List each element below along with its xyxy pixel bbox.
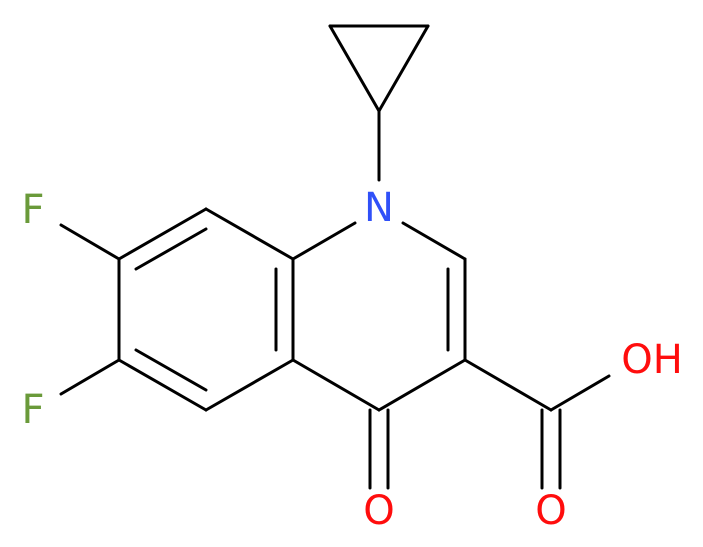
atom-ring-carbonyl-oxygen: O: [363, 488, 394, 534]
bond-c3-c4: [377, 358, 467, 412]
bond-nitrogen-c8a: [291, 221, 357, 261]
bond-c8-c7: [117, 207, 208, 261]
bond-cyclopropyl-2: [328, 24, 381, 113]
bond-nitrogen-c2: [401, 221, 467, 261]
atom-acid-carbonyl-oxygen: O: [535, 488, 566, 534]
bond-cyclopropyl-3: [377, 24, 430, 113]
bond-c7-fluorine: [59, 223, 121, 261]
bond-c8a-c8: [204, 207, 295, 261]
bond-carboxyl-hydroxyl: [549, 374, 611, 412]
bond-c5-c4a: [204, 358, 295, 412]
bond-c4-c4a: [291, 358, 381, 412]
bond-c8-c7-double: [134, 227, 208, 271]
atom-hydroxyl: OH: [621, 337, 683, 383]
atom-fluorine-upper: F: [21, 187, 44, 233]
atom-nitrogen: N: [364, 185, 394, 231]
bond-c6-c5: [117, 358, 208, 412]
atom-fluorine-lower: F: [21, 387, 44, 433]
bond-c6-fluorine: [59, 358, 121, 396]
bond-c6-c5-double: [134, 348, 208, 392]
bond-c3-carboxyl: [463, 358, 553, 412]
